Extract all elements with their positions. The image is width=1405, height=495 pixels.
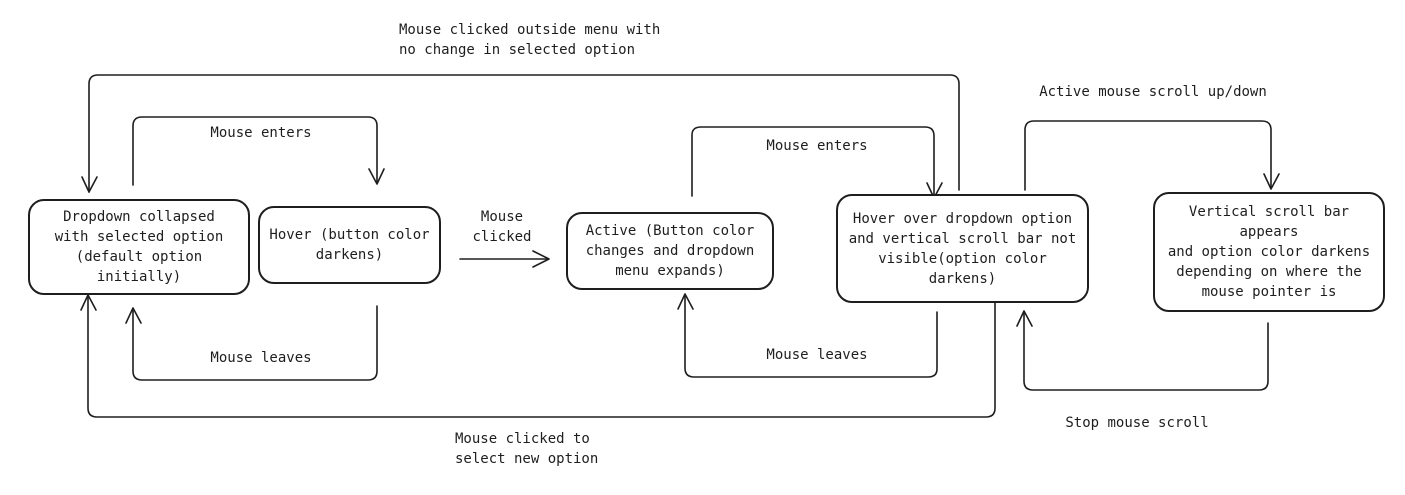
- edge-clicked-select: [87, 295, 996, 418]
- arrowhead-active-scroll: [1263, 173, 1280, 190]
- edge-mouse-leaves-2: [684, 294, 938, 378]
- edge-label-mouse-leaves-1: Mouse leaves: [210, 350, 312, 366]
- edge-active-scroll: [1024, 120, 1272, 191]
- edge-stop-scroll: [1023, 311, 1269, 391]
- edge-label-mouse-enters-2: Mouse enters: [766, 138, 868, 154]
- state-dropdown-collapsed: Dropdown collapsed with selected option …: [28, 199, 250, 295]
- edge-label-clicked-select: Mouse clicked to select new option: [455, 431, 599, 467]
- edge-label-clicked-outside: Mouse clicked outside menu with no chang…: [399, 22, 661, 58]
- edge-clicked-outside: [88, 74, 960, 193]
- edge-label-mouse-leaves-2: Mouse leaves: [766, 347, 868, 363]
- state-hover-button: Hover (button color darkens): [258, 206, 441, 284]
- arrowhead-mouse-enters-1: [368, 168, 385, 185]
- arrowhead-mouse-clicked: [532, 250, 550, 268]
- edge-mouse-enters-2: [691, 126, 935, 198]
- arrowhead-clicked-select: [80, 294, 97, 311]
- edge-label-mouse-enters-1: Mouse enters: [210, 125, 312, 141]
- arrowhead-mouse-leaves-1: [125, 307, 142, 324]
- arrowhead-stop-scroll: [1016, 310, 1033, 327]
- edge-label-mouse-clicked: Mouse clicked: [472, 209, 532, 245]
- state-active: Active (Button color changes and dropdow…: [566, 212, 774, 290]
- edge-mouse-leaves-1: [132, 305, 378, 381]
- arrowhead-mouse-leaves-2: [677, 293, 694, 310]
- arrowhead-clicked-outside: [81, 176, 98, 193]
- edge-label-active-scroll: Active mouse scroll up/down: [1039, 84, 1267, 100]
- state-scroll-bar-visible: Vertical scroll bar appears and option c…: [1153, 192, 1385, 312]
- state-hover-option: Hover over dropdown option and vertical …: [836, 194, 1089, 303]
- edge-mouse-enters-1: [132, 116, 378, 186]
- edge-label-stop-scroll: Stop mouse scroll: [1065, 415, 1209, 431]
